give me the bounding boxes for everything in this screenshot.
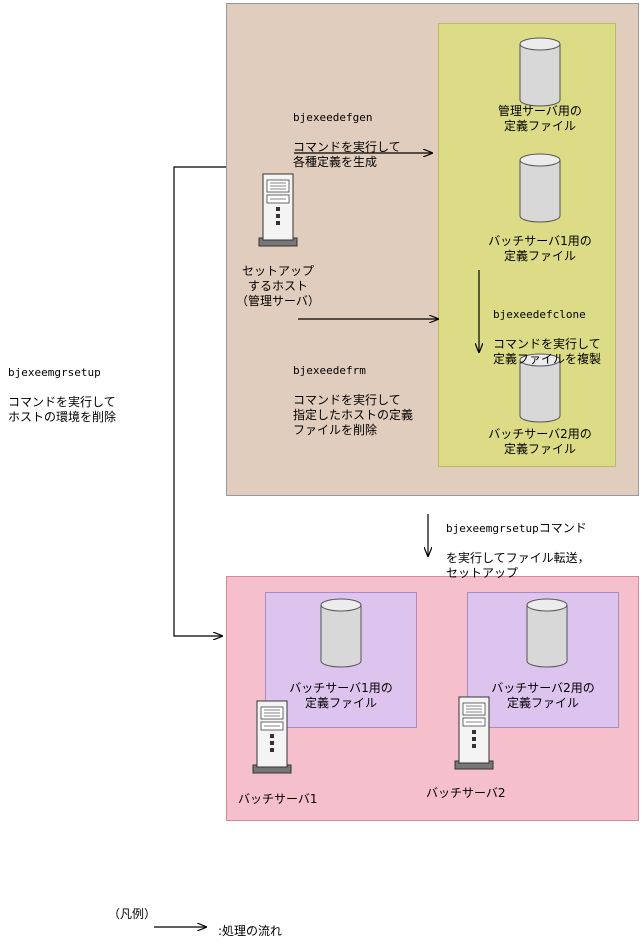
- defrm-command: bjexeedefrm: [293, 364, 366, 377]
- cleanup-command: bjexeemgrsetup: [8, 366, 101, 379]
- manager-definition-file-label: 管理サーバ用の 定義ファイル: [498, 104, 582, 133]
- defgen-description: コマンドを実行して 各種定義を生成: [293, 140, 401, 169]
- transfer-command: bjexeemgrsetup: [446, 522, 539, 535]
- defclone-command: bjexeedefclone: [493, 308, 586, 321]
- batch1-deployed-file-icon: [320, 598, 362, 668]
- batch2-deployed-file-icon: [526, 598, 568, 668]
- batch2-definition-file-label: バッチサーバ2用の 定義ファイル: [488, 427, 592, 456]
- manager-definition-file-icon: [519, 37, 561, 107]
- defrm-description: コマンドを実行して 指定したホストの定義 ファイルを削除: [293, 393, 414, 437]
- transfer-description: を実行してファイル転送， セットアップ: [446, 551, 590, 580]
- legend-flow-label: :処理の流れ: [218, 924, 283, 938]
- setup-host-server-icon: [258, 173, 298, 247]
- batch-server1-icon: [252, 700, 292, 774]
- batch1-definition-file-icon: [519, 153, 561, 223]
- defrm-note: bjexeedefrm コマンドを実行して 指定したホストの定義 ファイルを削除: [293, 348, 438, 453]
- defgen-command: bjexeedefgen: [293, 111, 373, 124]
- batch-server1-label: バッチサーバ1: [238, 792, 318, 806]
- setup-host-label: セットアップ するホスト （管理サーバ）: [236, 264, 320, 308]
- batch-server2-label: バッチサーバ2: [426, 786, 506, 800]
- defclone-description: コマンドを実行して 定義ファイルを複製: [493, 337, 602, 366]
- cleanup-flow-line: [173, 166, 226, 636]
- cleanup-description: コマンドを実行して ホストの環境を削除: [8, 395, 117, 424]
- defgen-note: bjexeedefgen コマンドを実行して 各種定義を生成: [293, 95, 433, 185]
- transfer-note: bjexeemgrsetupコマンド を実行してファイル転送， セットアップ: [446, 506, 626, 596]
- cleanup-note: bjexeemgrsetup コマンドを実行して ホストの環境を削除: [8, 350, 173, 440]
- batch2-deployed-file-label: バッチサーバ2用の 定義ファイル: [491, 681, 595, 710]
- transfer-command-suffix: コマンド: [538, 521, 587, 535]
- batch1-deployed-file-label: バッチサーバ1用の 定義ファイル: [289, 681, 393, 710]
- defclone-note: bjexeedefclone コマンドを実行して 定義ファイルを複製: [493, 292, 628, 382]
- legend-title: （凡例）: [108, 907, 157, 921]
- batch1-definition-file-label: バッチサーバ1用の 定義ファイル: [488, 234, 592, 263]
